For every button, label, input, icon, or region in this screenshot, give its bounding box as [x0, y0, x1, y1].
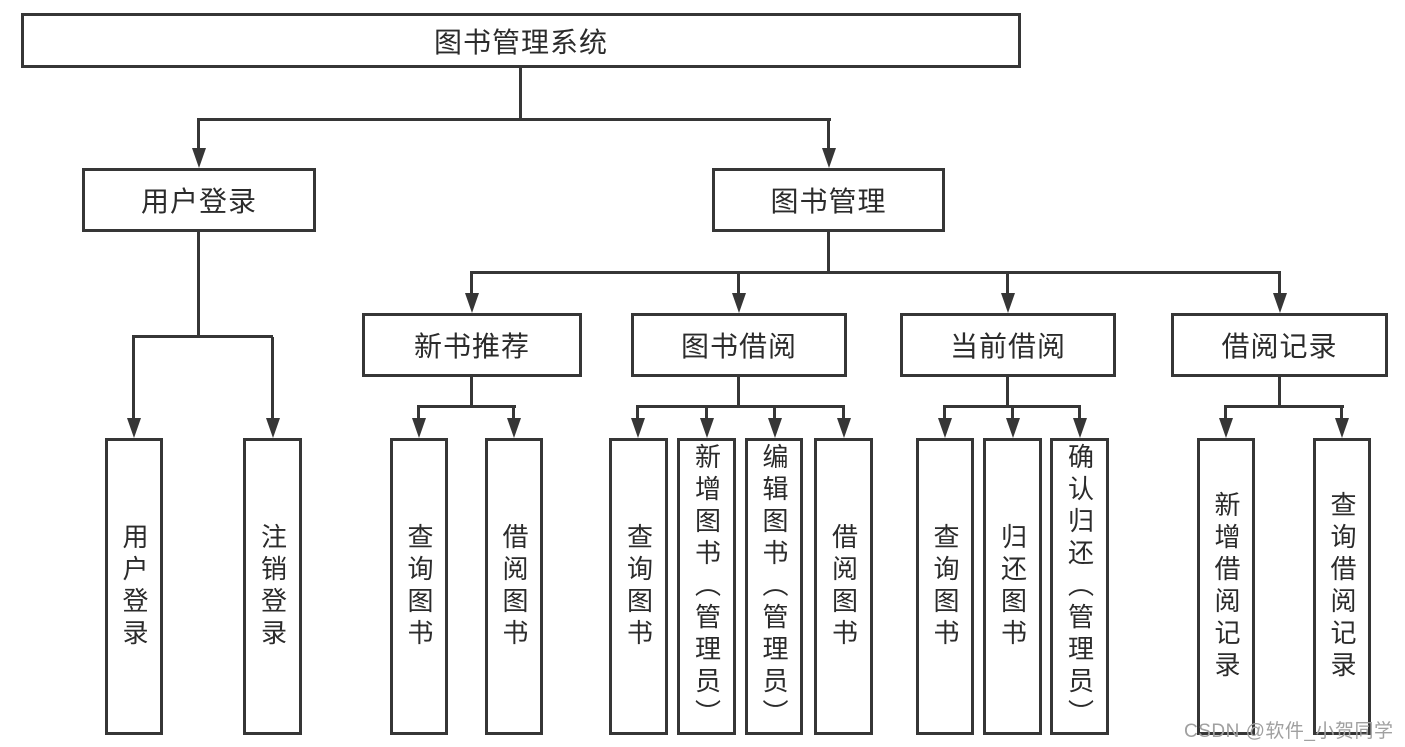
node-label: 借阅图书	[499, 522, 529, 651]
arrow-bb-add-books	[699, 407, 714, 438]
node-label: 查询借阅记录	[1327, 490, 1357, 683]
edge-book-management-split	[470, 271, 1281, 274]
node-label: 新增图书（管理员）	[691, 442, 722, 731]
node-label: 新增借阅记录	[1211, 490, 1241, 683]
arrow-bb-edit-books	[767, 407, 782, 438]
leaf-br-add-borrow-record: 新增借阅记录	[1197, 438, 1255, 735]
node-label: 用户登录	[140, 186, 257, 217]
leaf-nbr-borrow-books: 借阅图书	[485, 438, 543, 735]
node-label: 注销登录	[257, 522, 288, 651]
node-label: 借阅记录	[1221, 331, 1338, 362]
edge-new-book-recommend-stem	[470, 377, 473, 407]
arrow-to-logout-leaf	[265, 337, 280, 438]
node-library-management-system: 图书管理系统	[21, 13, 1021, 68]
arrow-to-book-management	[821, 120, 836, 168]
leaf-bb-borrow-books: 借阅图书	[814, 438, 873, 735]
node-label: 新书推荐	[413, 331, 530, 362]
edge-user-login-stem	[197, 232, 200, 337]
csdn-watermark: CSDN @软件_小贺同学	[1184, 721, 1394, 742]
node-current-borrowing: 当前借阅	[900, 313, 1116, 377]
node-label: 借阅图书	[828, 522, 859, 651]
edge-root-split	[197, 118, 831, 121]
arrow-to-book-borrowing	[731, 273, 746, 313]
leaf-bb-edit-books-admin: 编辑图书（管理员）	[745, 438, 803, 735]
arrow-to-borrowing-records	[1272, 273, 1287, 313]
node-book-borrowing: 图书借阅	[631, 313, 847, 377]
edge-root-stem	[519, 68, 522, 120]
node-label: 确认归还（管理员）	[1064, 442, 1095, 731]
node-borrowing-records: 借阅记录	[1171, 313, 1388, 377]
arrow-cb-query-books	[937, 407, 952, 438]
arrow-cb-confirm-return	[1072, 407, 1087, 438]
leaf-cb-return-books: 归还图书	[983, 438, 1042, 735]
node-book-management: 图书管理	[712, 168, 945, 232]
node-label: 图书管理系统	[433, 26, 608, 58]
node-label: 图书借阅	[680, 331, 797, 362]
node-label: 当前借阅	[949, 331, 1066, 362]
arrow-br-add-record	[1218, 407, 1233, 438]
node-new-book-recommend: 新书推荐	[362, 313, 582, 377]
node-label: 图书管理	[770, 186, 887, 217]
arrow-to-user-login-leaf	[126, 337, 141, 438]
node-label: 查询图书	[930, 522, 960, 651]
leaf-user-login: 用户登录	[105, 438, 163, 735]
arrow-nbr-borrow-books	[506, 407, 521, 438]
edge-borrowing-records-split	[1224, 405, 1344, 408]
arrow-to-new-book-recommend	[464, 273, 479, 313]
node-label: 归还图书	[997, 522, 1028, 651]
arrow-to-user-login	[191, 120, 206, 168]
arrow-br-query-record	[1334, 407, 1349, 438]
arrow-bb-query-books	[630, 407, 645, 438]
leaf-cb-query-books: 查询图书	[916, 438, 974, 735]
edge-new-book-recommend-split	[417, 405, 516, 408]
arrow-cb-return-books	[1005, 407, 1020, 438]
node-label: 用户登录	[119, 522, 149, 651]
edge-book-borrowing-split	[636, 405, 845, 408]
edge-book-management-stem	[827, 232, 830, 273]
leaf-bb-add-books-admin: 新增图书（管理员）	[677, 438, 736, 735]
edge-user-login-split	[132, 335, 273, 338]
edge-current-borrowing-stem	[1006, 377, 1009, 407]
edge-borrowing-records-stem	[1278, 377, 1281, 407]
leaf-nbr-query-books: 查询图书	[390, 438, 448, 735]
node-user-login: 用户登录	[82, 168, 316, 232]
node-label: 查询图书	[404, 522, 434, 651]
edge-current-borrowing-split	[943, 405, 1081, 408]
leaf-br-query-borrow-record: 查询借阅记录	[1313, 438, 1371, 735]
node-label: 编辑图书（管理员）	[759, 442, 789, 731]
arrow-nbr-query-books	[411, 407, 426, 438]
edge-book-borrowing-stem	[737, 377, 740, 407]
leaf-cb-confirm-return-admin: 确认归还（管理员）	[1050, 438, 1109, 735]
arrow-bb-borrow-books	[836, 407, 851, 438]
arrow-to-current-borrowing	[1000, 273, 1015, 313]
leaf-bb-query-books: 查询图书	[609, 438, 668, 735]
leaf-logout: 注销登录	[243, 438, 302, 735]
node-label: 查询图书	[623, 522, 654, 651]
